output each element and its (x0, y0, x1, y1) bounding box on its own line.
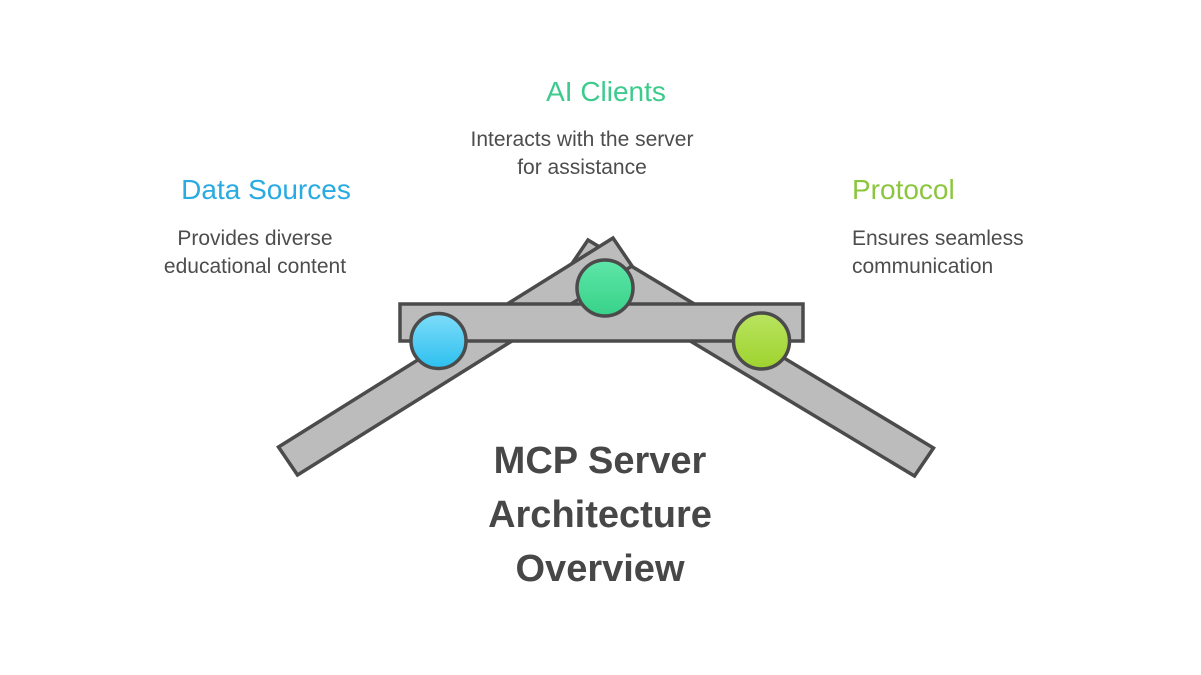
ai-clients-label: AI Clients (546, 76, 666, 107)
protocol-description: Ensures seamless communication (852, 227, 1024, 278)
protocol-label: Protocol (852, 174, 955, 205)
ai-clients-description: Interacts with the server for assistance (470, 128, 694, 179)
data-sources-circle (409, 311, 468, 371)
diagram-title: MCP Server Architecture Overview (488, 440, 712, 590)
ai-clients-circle (575, 258, 635, 318)
data-sources-description: Provides diverse educational content (163, 227, 347, 278)
protocol-circle (731, 311, 792, 371)
data-sources-label: Data Sources (181, 174, 351, 205)
